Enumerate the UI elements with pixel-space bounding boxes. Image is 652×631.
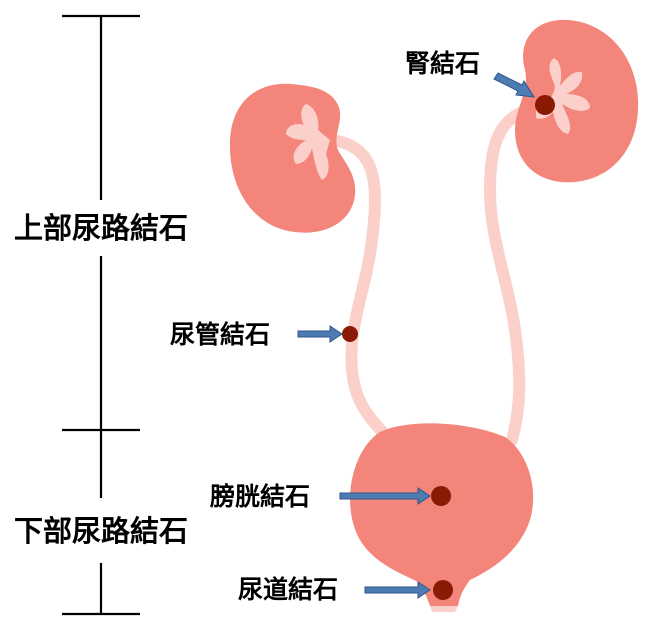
bladder-stone-label: 膀胱結石 <box>209 482 310 511</box>
ureter-stone-arrow <box>297 325 343 343</box>
urethra-stone-arrow <box>364 581 431 599</box>
lower-tract-label: 下部尿路結石 <box>14 514 188 548</box>
bladder-stone-dot <box>431 486 451 506</box>
left-kidney <box>229 83 356 233</box>
ureter-stone-label: 尿管結石 <box>170 320 270 349</box>
right-renal-pelvis <box>536 58 590 134</box>
kidney-stone-dot <box>535 95 555 115</box>
kidney-stone-arrow <box>493 72 535 98</box>
scale-bar <box>62 14 140 616</box>
upper-tract-label: 上部尿路結石 <box>14 211 188 245</box>
bladder <box>350 423 534 612</box>
ureter-stone-dot <box>342 326 358 342</box>
urethra-stone-label: 尿道結石 <box>238 575 338 604</box>
kidney-stone-label: 腎結石 <box>405 49 480 78</box>
right-ureter <box>483 102 542 446</box>
right-kidney <box>515 19 639 183</box>
bladder-stone-arrow <box>339 487 431 505</box>
urethra-stone-dot <box>433 580 453 600</box>
urethra-opening <box>430 606 458 612</box>
left-ureter <box>324 134 394 444</box>
left-renal-pelvis <box>286 104 330 180</box>
